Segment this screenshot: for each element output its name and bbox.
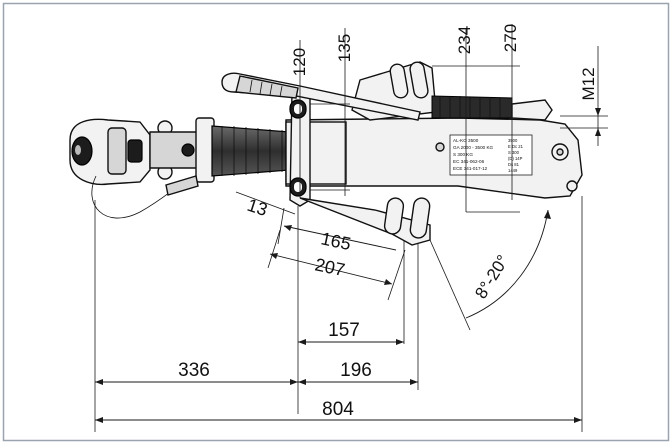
dim-label-120: 120 (290, 48, 309, 76)
dim-label-m12: M12 (579, 67, 598, 100)
nameplate (449, 134, 533, 176)
dimension-157: 157 (297, 206, 405, 414)
drawbar-body: AL-KO 3500 GA 2000 - 3500 KG S 300 KG EC… (285, 117, 583, 199)
nameplate-side-1: 3500 (508, 138, 518, 143)
nameplate-side-2: E Dc 21 (508, 144, 524, 149)
nameplate-line-4: EC 341-062-06 (453, 159, 485, 164)
nameplate-side-5: Ds 81 (508, 162, 520, 167)
dimension-196: 196 (298, 244, 419, 390)
nameplate-side-6: 1449 (508, 168, 518, 173)
dimension-120: 120 (290, 40, 309, 198)
dimension-336: 336 (94, 200, 298, 432)
dim-label-196: 196 (340, 360, 372, 381)
mounting-flange (289, 89, 431, 246)
cable-clip (165, 175, 199, 196)
dim-label-804: 804 (322, 399, 354, 420)
coupling-head (69, 117, 215, 186)
dim-label-135: 135 (335, 34, 354, 62)
dimension-270: 270 (432, 24, 520, 200)
brake-spring (431, 95, 553, 121)
dimension-234: 234 (455, 26, 520, 213)
nameplate-line-5: ECE 341-017-12 (453, 166, 488, 171)
dim-label-157: 157 (328, 320, 360, 341)
nameplate-side-4: (D) 14P (508, 156, 523, 161)
dim-label-336: 336 (178, 360, 210, 381)
dimension-135: 135 (310, 28, 354, 196)
dim-label-270: 270 (501, 24, 520, 52)
dimension-804: 804 (95, 196, 583, 432)
dimension-m12: M12 (560, 46, 608, 146)
dim-label-234: 234 (455, 26, 474, 54)
nameplate-line-2: GA 2000 - 3500 KG (453, 145, 494, 150)
nameplate-side-3: S 300 (508, 150, 520, 155)
nameplate-line-3: S 300 KG (453, 152, 473, 157)
bellows (211, 125, 291, 177)
handbrake-lever (221, 72, 421, 121)
